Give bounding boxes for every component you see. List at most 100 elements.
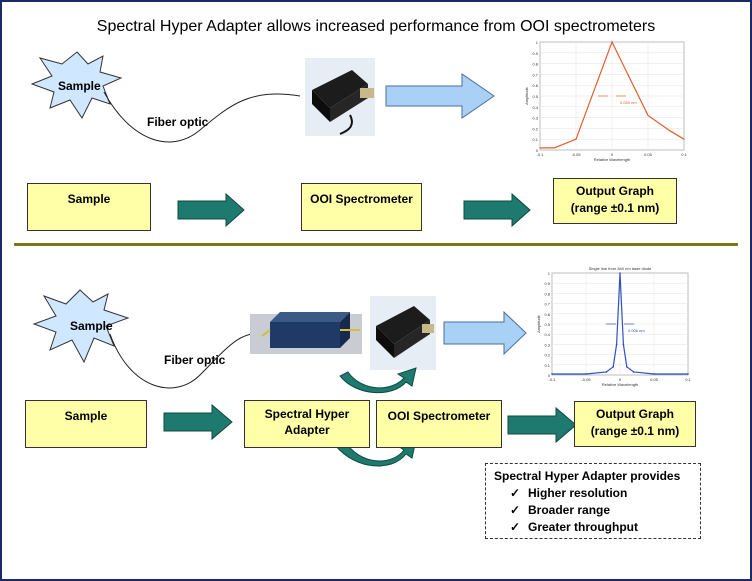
box-adapter-line2: Adapter — [284, 423, 330, 437]
chart-data-point — [647, 114, 649, 117]
chart-x-tick-label: 0.1 — [685, 377, 691, 382]
flow-arrow-bottom-1 — [163, 403, 233, 441]
box-output-top-line2: (range ±0.1 nm) — [570, 201, 660, 215]
chart-data-point — [632, 371, 635, 373]
chart-x-tick-label: 0.05 — [650, 377, 659, 382]
sample-star-top — [30, 51, 123, 119]
chart-x-tick-label: 0.05 — [644, 152, 653, 157]
chart-data-point — [553, 147, 555, 149]
chart-y-tick-label: 0.1 — [532, 137, 538, 142]
arrow-light-blue-bottom — [443, 310, 527, 356]
sample-star-bottom — [32, 289, 130, 364]
box-adapter-bottom: Spectral Hyper Adapter — [244, 400, 370, 448]
benefits-note: Spectral Hyper Adapter provides ✓ Higher… — [485, 463, 701, 539]
curved-arrow-devices — [339, 367, 417, 394]
chart-data-point — [669, 129, 671, 132]
chart-top: 0 0.1 0.2 0.3 0.4 0.5 0.6 0.7 0.8 0.9 1 -0.1 -0.05 0 0… — [522, 36, 690, 164]
chart-title: Single line from 840 nm laser diode — [589, 266, 652, 271]
chart-data-point — [539, 147, 541, 149]
chart-data-point — [615, 343, 618, 346]
chart-data-point — [619, 272, 621, 274]
section-divider — [14, 243, 738, 246]
fiber-optic-cable-bottom — [109, 333, 263, 389]
chart-y-tick-label: 0.8 — [532, 62, 538, 67]
chart-x-tick-label: 0 — [611, 152, 614, 157]
chart-y-tick-label: 0.5 — [544, 322, 550, 327]
chart-y-tick-label: 0.7 — [532, 72, 538, 77]
arrow-light-blue-top — [385, 73, 495, 119]
chart-data-point — [551, 373, 553, 375]
chart-data-point — [585, 373, 587, 375]
chart-data-point — [622, 343, 625, 346]
chart-y-tick-label: 0.9 — [544, 281, 550, 286]
spectrometer-device-bottom — [370, 296, 436, 370]
chart-y-tick-label: 0 — [536, 148, 539, 153]
box-output-bottom-line1: Output Graph — [596, 407, 674, 421]
check-icon: ✓ — [510, 503, 521, 517]
chart-y-axis-label: Amplitude — [524, 86, 529, 105]
chart-y-tick-label: 0.2 — [544, 353, 550, 358]
flow-arrow-top-2 — [463, 192, 531, 228]
chart-data-point — [626, 366, 628, 368]
adapter-device — [250, 312, 362, 354]
sample-star-label-bottom: Sample — [70, 319, 113, 333]
chart-y-tick-label: 0.4 — [544, 332, 550, 337]
box-sample-bottom: Sample — [25, 400, 147, 448]
spectrometer-device-top — [305, 58, 375, 136]
box-spectrometer-bottom-label: OOI Spectrometer — [387, 409, 491, 423]
chart-x-axis-label: Relative Wavelength — [594, 157, 631, 162]
box-output-top-line1: Output Graph — [576, 184, 654, 198]
chart-x-tick-label: -0.1 — [549, 377, 557, 382]
chart-x-axis-label: Relative Wavelength — [602, 382, 639, 387]
chart-y-tick-label: 0.7 — [544, 302, 550, 307]
chart-data-point — [683, 138, 685, 140]
box-output-bottom-line2: (range ±0.1 nm) — [590, 424, 680, 438]
benefits-heading: Spectral Hyper Adapter provides — [494, 469, 681, 483]
fiber-optic-cable-top — [103, 91, 301, 143]
chart-y-tick-label: 0.9 — [532, 51, 538, 56]
chart-y-tick-label: 0 — [548, 373, 551, 378]
chart-y-tick-label: 0.5 — [532, 94, 538, 99]
benefit-item: Greater throughput — [528, 520, 638, 534]
sample-star-label-top: Sample — [58, 79, 101, 93]
chart-y-tick-label: 0.6 — [532, 83, 538, 88]
chart-annotation: 0.006 nm — [628, 328, 645, 333]
chart-y-tick-label: 1 — [548, 271, 551, 276]
benefit-item: Higher resolution — [528, 486, 628, 500]
chart-x-tick-label: 0.1 — [681, 152, 687, 157]
box-sample-top: Sample — [27, 183, 151, 231]
curved-arrow-boxes — [335, 439, 417, 467]
chart-data-point — [611, 41, 613, 43]
chart-data-point — [612, 366, 614, 368]
box-spectrometer-bottom: OOI Spectrometer — [376, 400, 502, 448]
slide-title: Spectral Hyper Adapter allows increased … — [96, 18, 656, 35]
chart-x-tick-label: -0.1 — [537, 152, 545, 157]
chart-y-tick-label: 0.3 — [532, 116, 538, 121]
box-output-top: Output Graph (range ±0.1 nm) — [553, 178, 677, 224]
chart-y-tick-label: 0.8 — [544, 291, 550, 296]
box-spectrometer-top-label: OOI Spectrometer — [310, 192, 413, 206]
chart-x-tick-label: -0.05 — [581, 377, 591, 382]
box-sample-top-label: Sample — [67, 192, 111, 206]
chart-y-axis-label: Amplitude — [536, 314, 541, 333]
benefit-item: Broader range — [528, 503, 611, 517]
chart-y-tick-label: 0.1 — [544, 363, 550, 368]
chart-y-tick-label: 0.6 — [544, 312, 550, 317]
chart-y-tick-label: 0.3 — [544, 342, 550, 347]
flow-arrow-top-1 — [177, 192, 245, 228]
chart-y-tick-label: 1 — [536, 40, 539, 45]
chart-data-point — [605, 371, 608, 373]
chart-data-point — [687, 373, 689, 375]
box-sample-bottom-label: Sample — [64, 409, 108, 423]
box-output-bottom: Output Graph (range ±0.1 nm) — [574, 401, 696, 447]
chart-x-tick-label: -0.05 — [571, 152, 581, 157]
chart-y-tick-label: 0.2 — [532, 126, 538, 131]
flow-arrow-bottom-2 — [507, 406, 577, 444]
fiber-optic-label-top: Fiber optic — [147, 115, 209, 129]
chart-y-tick-label: 0.4 — [532, 105, 538, 110]
chart-annotation: 0.050 nm — [620, 100, 637, 105]
box-adapter-line1: Spectral Hyper — [264, 407, 350, 421]
